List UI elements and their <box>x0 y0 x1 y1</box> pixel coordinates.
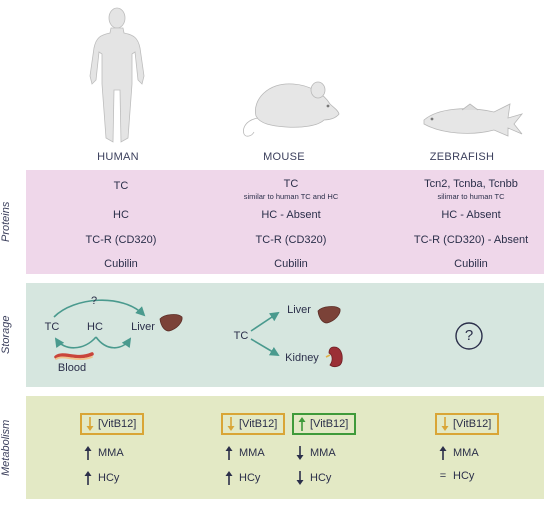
equals-sign: = <box>439 470 447 482</box>
mouse-silhouette-icon <box>243 81 340 137</box>
arrow-down-icon <box>296 471 304 485</box>
zebrafish-hcy: = HCy <box>439 470 475 482</box>
species-label-mouse: MOUSE <box>263 151 305 163</box>
zebrafish-vitb12-box: [VitB12] <box>435 413 499 435</box>
proteins-panel: TC HC TC-R (CD320) Cubilin TC similar to… <box>26 170 544 274</box>
arrow-down-icon <box>296 446 304 460</box>
zebrafish-silhouette-icon <box>423 103 524 137</box>
unknown-circle-icon <box>455 322 483 350</box>
mouse-protein-tcr: TC-R (CD320) <box>255 234 327 246</box>
section-label-storage: Storage <box>0 315 12 355</box>
human-vitb12-box: [VitB12] <box>80 413 144 435</box>
mouse-hcy-a: HCy <box>225 470 260 486</box>
mouse-mma-a: MMA <box>225 445 265 461</box>
mouse-storage-arrows <box>250 311 280 356</box>
human-protein-cubilin: Cubilin <box>104 258 138 270</box>
zebrafish-mma: MMA <box>439 445 479 461</box>
human-silhouette-icon <box>89 7 145 143</box>
mouse-protein-hc: HC - Absent <box>261 209 321 221</box>
mouse-protein-tc-note: similar to human TC and HC <box>243 192 339 201</box>
arrow-down-icon <box>227 417 235 431</box>
storage-panel: ? TC HC Liver Blood TC Liver Kidney ? <box>26 283 544 387</box>
mouse-storage-tc: TC <box>233 330 249 342</box>
arrow-up-icon <box>225 471 233 485</box>
species-label-zebrafish: ZEBRAFISH <box>429 151 495 163</box>
human-vitb12-label: [VitB12] <box>98 418 137 430</box>
mouse-vitb12-box-high: [VitB12] <box>292 413 356 435</box>
zebrafish-protein-hc: HC - Absent <box>441 209 501 221</box>
zebrafish-protein-tcr: TC-R (CD320) - Absent <box>413 234 529 246</box>
mouse-liver-icon <box>317 306 341 324</box>
blood-vessel-icon <box>54 352 94 361</box>
arrow-down-icon <box>441 417 449 431</box>
arrow-up-icon <box>298 417 306 431</box>
mouse-vitb12-low-label: [VitB12] <box>239 418 278 430</box>
section-label-proteins: Proteins <box>0 201 12 243</box>
mouse-protein-tc: TC <box>283 178 299 190</box>
human-protein-tcr: TC-R (CD320) <box>85 234 157 246</box>
liver-icon <box>159 314 183 332</box>
mouse-storage-kidney: Kidney <box>285 352 319 364</box>
human-protein-hc: HC <box>113 209 129 221</box>
human-mma: MMA <box>84 445 124 461</box>
mouse-vitb12-box-low: [VitB12] <box>221 413 285 435</box>
mouse-hcy-b: HCy <box>296 470 331 486</box>
kidney-icon <box>325 346 343 368</box>
metabolism-panel: [VitB12] MMA HCy [VitB12] MMA HCy [VitB1… <box>26 396 544 499</box>
arrow-down-icon <box>86 417 94 431</box>
species-label-human: HUMAN <box>97 151 139 163</box>
human-protein-tc: TC <box>113 180 129 192</box>
human-storage-arrows <box>53 299 146 349</box>
human-storage-liver: Liver <box>131 321 155 333</box>
human-storage-hc: HC <box>87 321 103 333</box>
section-label-metabolism: Metabolism <box>0 419 12 476</box>
mouse-mma-b: MMA <box>296 445 336 461</box>
arrow-up-icon <box>225 446 233 460</box>
human-storage-tc: TC <box>44 321 60 333</box>
mouse-storage-liver: Liver <box>287 304 311 316</box>
mouse-vitb12-high-label: [VitB12] <box>310 418 349 430</box>
zebrafish-protein-tc-note: silimar to human TC <box>437 192 505 201</box>
human-hcy: HCy <box>84 470 119 486</box>
mouse-protein-cubilin: Cubilin <box>274 258 308 270</box>
zebrafish-vitb12-label: [VitB12] <box>453 418 492 430</box>
arrow-up-icon <box>84 471 92 485</box>
human-storage-blood: Blood <box>57 362 87 374</box>
zebrafish-protein-tc: Tcn2, Tcnba, Tcnbb <box>424 178 518 190</box>
arrow-up-icon <box>439 446 447 460</box>
zebrafish-storage-unknown: ? <box>464 327 474 344</box>
arrow-up-icon <box>84 446 92 460</box>
human-storage-question: ? <box>90 295 98 307</box>
zebrafish-protein-cubilin: Cubilin <box>454 258 488 270</box>
